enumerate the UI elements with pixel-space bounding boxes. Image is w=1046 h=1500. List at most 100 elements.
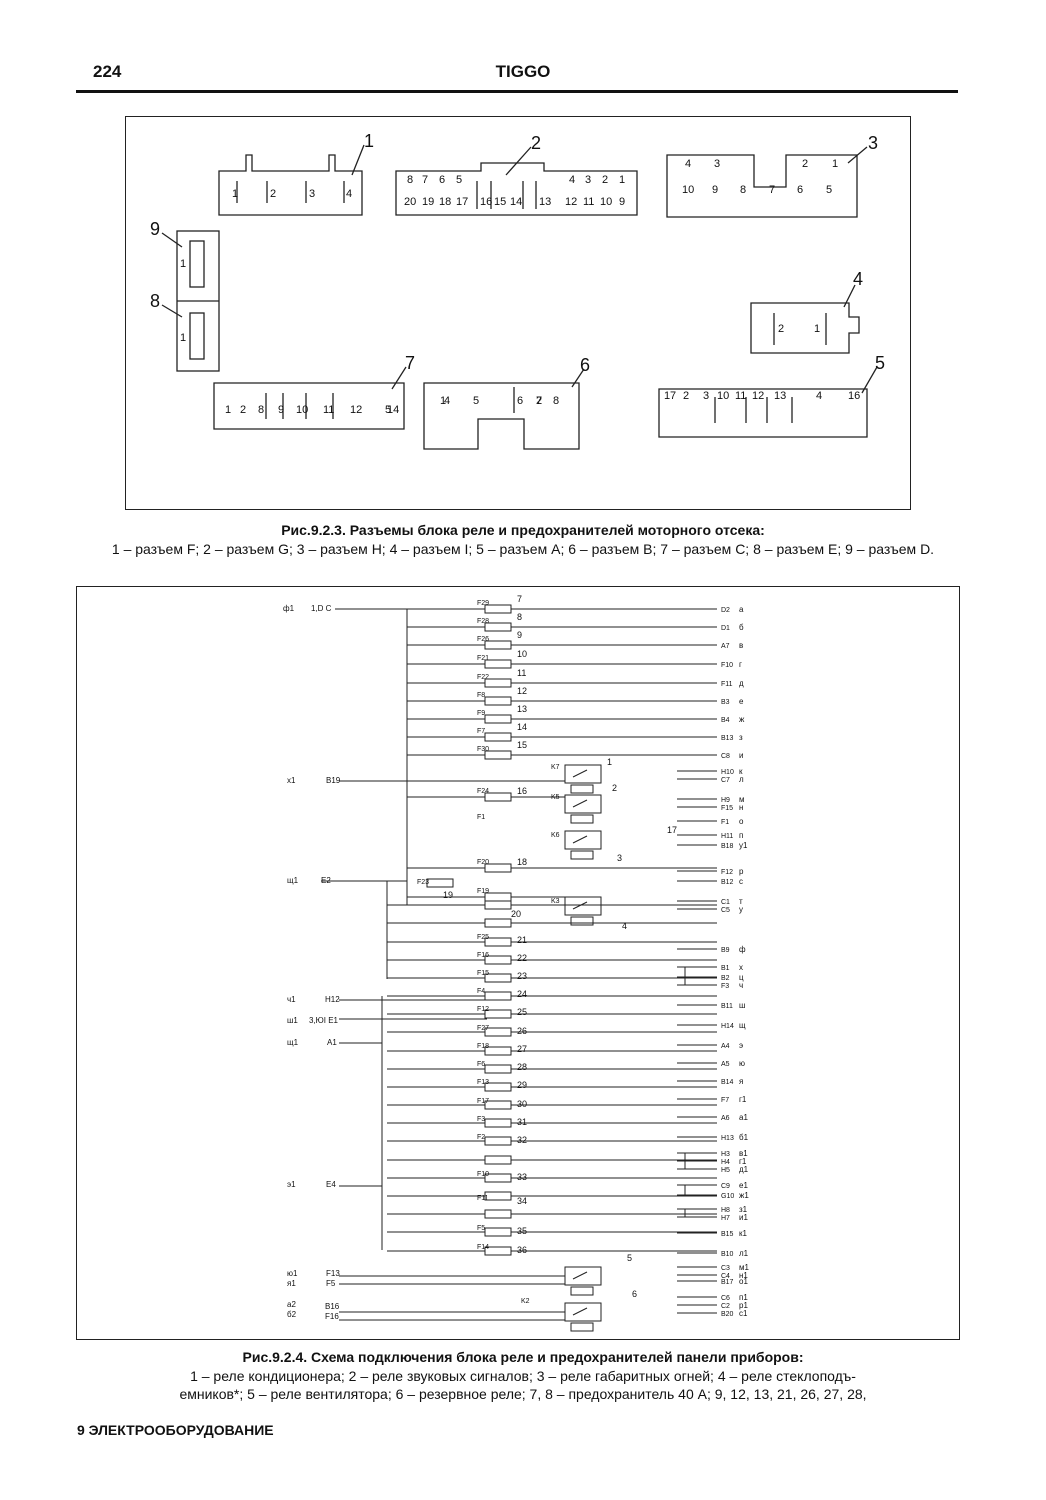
- pin-label: 14: [387, 404, 399, 416]
- right-terminal-letter: л: [739, 775, 744, 784]
- pin-label: 12: [350, 404, 362, 416]
- right-terminal-code: H13: [721, 1135, 734, 1142]
- fuse-number-label: 35: [517, 1226, 527, 1236]
- pin-label: 3: [585, 174, 591, 186]
- pin-label: 1: [225, 404, 231, 416]
- pin-label: 13: [539, 196, 551, 208]
- right-terminal-letter: д1: [739, 1165, 749, 1174]
- fuse-label: F30: [477, 746, 489, 753]
- right-terminal-code: B9: [721, 947, 730, 954]
- right-terminal-letter: л1: [739, 1249, 749, 1258]
- right-terminal-code: D1: [721, 625, 730, 632]
- right-terminal-letter: г1: [739, 1157, 747, 1166]
- left-terminal-label: ч1: [287, 995, 296, 1004]
- pin-label: 16: [480, 196, 492, 208]
- pin-label: 19: [422, 196, 434, 208]
- page-header-title: TIGGO: [495, 62, 551, 81]
- right-terminal-code: B20: [721, 1311, 734, 1318]
- right-terminal-code: B2: [721, 975, 730, 982]
- right-terminal-code: H10: [721, 769, 734, 776]
- pin-label: 9: [712, 184, 718, 196]
- right-terminal-letter: е: [739, 697, 744, 706]
- pin-label: 12: [565, 196, 577, 208]
- fuse-number-label: 22: [517, 953, 527, 963]
- fuse-number-label: 7: [517, 594, 522, 604]
- right-terminal-code: C5: [721, 907, 730, 914]
- callout-4: 4: [853, 269, 863, 289]
- right-terminal-letter: ю: [739, 1059, 745, 1068]
- fuse-label: F6: [477, 1061, 485, 1068]
- right-terminal-code: F11: [721, 681, 733, 688]
- fuse-number-label: 28: [517, 1062, 527, 1072]
- left-terminal-label: A1: [327, 1038, 337, 1047]
- pin-label: 16: [848, 390, 860, 402]
- fuse-number-label: 15: [517, 740, 527, 750]
- pin-label: 8: [258, 404, 264, 416]
- fuse-label: F11: [477, 1195, 489, 1202]
- left-terminal-label: 1,D C: [311, 604, 332, 613]
- pin-label: 11: [323, 404, 334, 416]
- right-terminal-code: H11: [721, 833, 733, 840]
- right-terminal-letter: б: [739, 623, 744, 632]
- pin-label: 15: [494, 196, 506, 208]
- pin-label: 8: [740, 184, 746, 196]
- right-terminal-code: B10: [721, 1251, 734, 1258]
- left-terminal-label: F5: [326, 1279, 336, 1288]
- pin-label: 7: [670, 390, 676, 402]
- fuse-label: F17: [477, 1098, 489, 1105]
- left-terminal-label: я1: [287, 1279, 296, 1288]
- callout-2: 2: [531, 133, 541, 153]
- fuse-label: F2: [477, 1134, 485, 1141]
- pin-label: 4: [569, 174, 575, 186]
- figure1-caption-text: 1 – разъем F; 2 – разъем G; 3 – разъем H…: [111, 541, 935, 557]
- fuse-label: F29: [477, 600, 489, 607]
- fuse-label: F26: [477, 636, 489, 643]
- fuse-label: F12: [477, 1006, 489, 1013]
- fuse-number-label: 14: [517, 722, 527, 732]
- right-terminal-code: C1: [721, 899, 730, 906]
- pin-label: 1: [180, 332, 186, 344]
- pin-label: 9: [619, 196, 625, 208]
- fuse-label: F16: [477, 952, 489, 959]
- left-terminal-label: э1: [287, 1180, 296, 1189]
- right-terminal-letter: н1: [739, 1271, 748, 1280]
- left-terminal-label: 3,ЮI E1: [309, 1016, 339, 1025]
- left-terminal-label: B19: [326, 776, 341, 785]
- right-terminal-code: C6: [721, 1295, 730, 1302]
- right-terminal-letter: т: [739, 897, 743, 906]
- figure2-caption-line1: 1 – реле кондиционера; 2 – реле звуковых…: [190, 1368, 856, 1384]
- pin-label: 1: [180, 258, 186, 270]
- left-terminal-label: щ1: [287, 876, 299, 885]
- fuse-number-label: 9: [517, 630, 522, 640]
- callout-5: 5: [875, 353, 885, 373]
- fuse-number-label: 16: [517, 786, 527, 796]
- right-terminal-code: B3: [721, 699, 730, 706]
- fuse-label: F25: [477, 934, 489, 941]
- pin-label: 18: [439, 196, 451, 208]
- pin-label: 3: [309, 188, 315, 200]
- fuse-number-label: 36: [517, 1245, 527, 1255]
- left-terminal-label: F16: [325, 1312, 339, 1321]
- right-terminal-code: D2: [721, 607, 730, 614]
- pin-label: 1: [832, 158, 838, 170]
- right-terminal-code: B11: [721, 1003, 733, 1010]
- right-terminal-letter: р: [739, 867, 744, 876]
- right-terminal-letter: щ: [739, 1021, 746, 1030]
- right-terminal-letter: и: [739, 751, 743, 760]
- relay-label: K6: [551, 832, 560, 839]
- fuse-label: F23: [417, 879, 429, 886]
- fuse-number-label: 12: [517, 686, 527, 696]
- pin-label: 10: [296, 404, 308, 416]
- fuse-label: F18: [477, 1043, 489, 1050]
- pin-label: 1: [619, 174, 625, 186]
- left-terminal-label: щ1: [287, 1038, 299, 1047]
- pin-label: 10: [682, 184, 694, 196]
- left-terminal-label: B16: [325, 1302, 340, 1311]
- pin-label: 1: [814, 323, 820, 335]
- right-terminal-letter: е1: [739, 1181, 748, 1190]
- pin-label: 5: [826, 184, 832, 196]
- right-terminal-letter: б1: [739, 1133, 749, 1142]
- right-terminal-code: C3: [721, 1265, 730, 1272]
- pin-label: 2: [802, 158, 808, 170]
- left-terminal-label: ф1: [283, 604, 295, 613]
